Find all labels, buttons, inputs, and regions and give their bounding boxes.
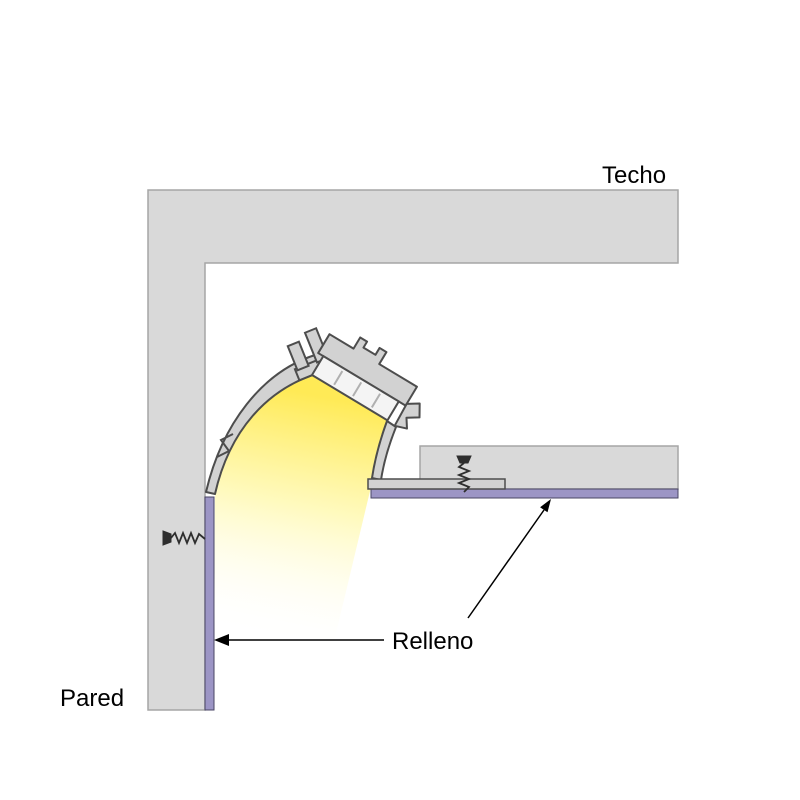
lens-hatch	[333, 370, 381, 408]
ceiling-filler-strip	[370, 488, 679, 499]
profile-end-clip	[393, 402, 421, 430]
relleno-arrow-wall	[214, 634, 384, 646]
filler-label: Relleno	[392, 628, 473, 655]
profile-flange	[367, 478, 506, 490]
relleno-arrow-ceiling	[467, 499, 551, 619]
diffuser-lens	[310, 354, 401, 422]
wall-and-ceiling-slab	[147, 189, 679, 711]
ceiling-label: Techo	[602, 162, 666, 189]
ceiling-panel	[419, 445, 679, 490]
light-beam	[214, 375, 387, 650]
led-profile-body	[310, 333, 421, 430]
wall-filler-strip	[204, 496, 215, 711]
wall-label: Pared	[60, 685, 124, 712]
wing-clip-detail	[216, 433, 234, 458]
ceiling-screw-icon	[456, 455, 472, 493]
profile-housing	[317, 333, 418, 407]
wall-screw-icon	[162, 530, 206, 546]
